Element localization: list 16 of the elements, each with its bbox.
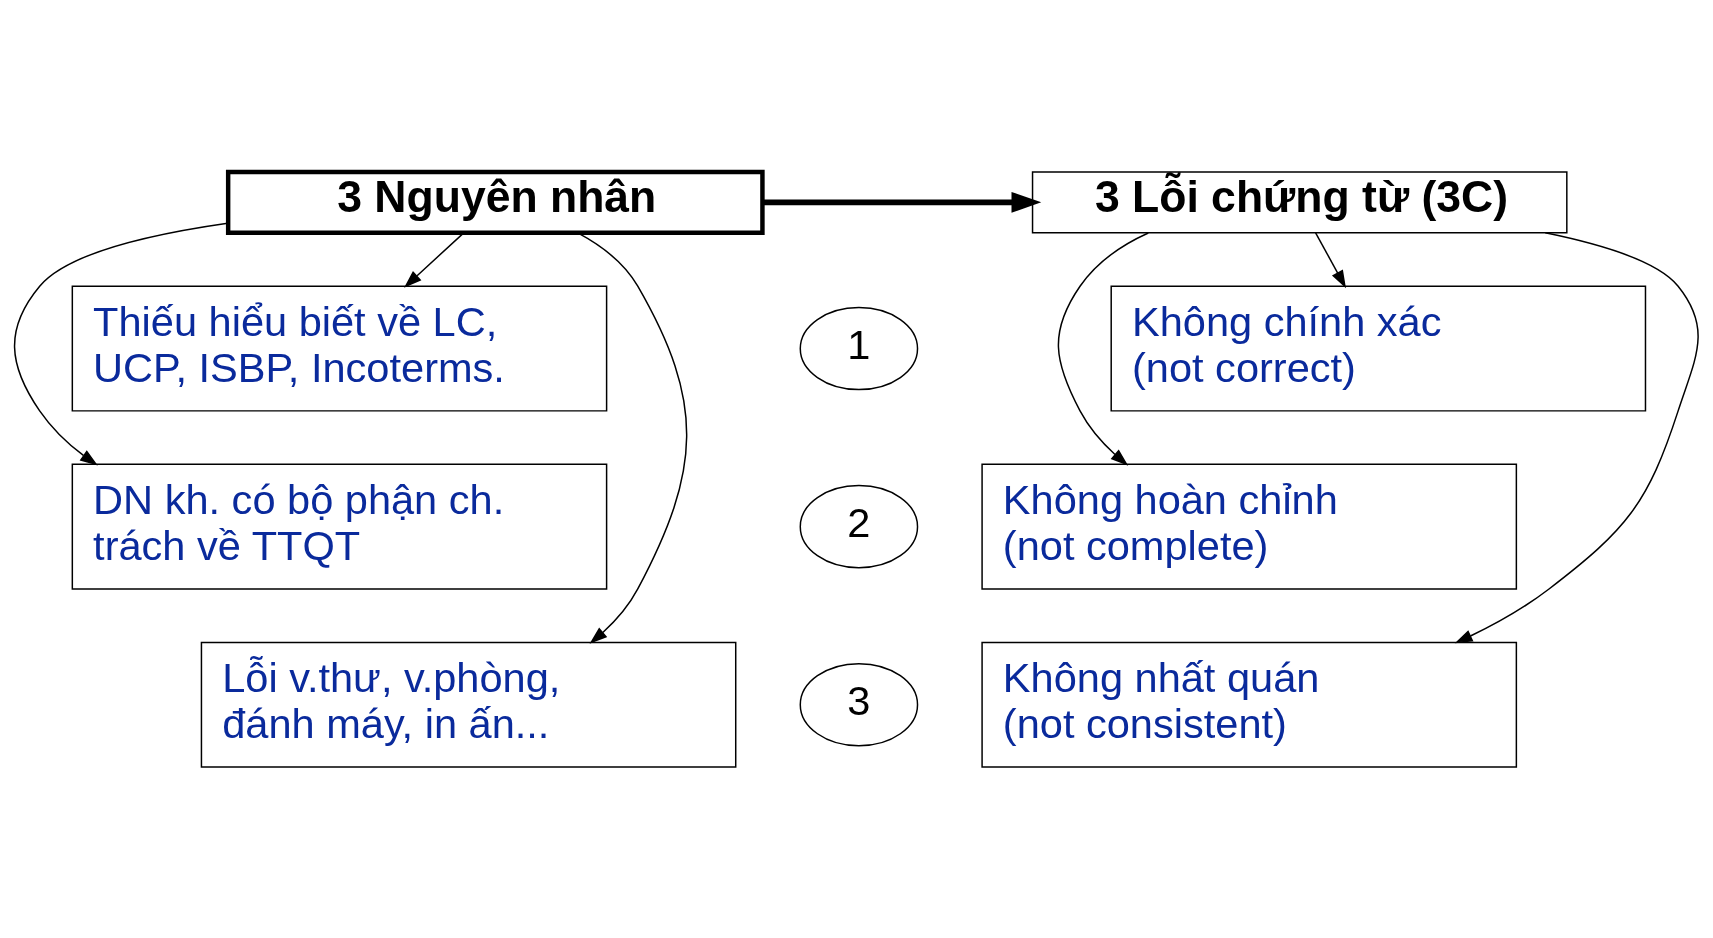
node-ellipse: 2	[799, 484, 919, 568]
node-box: Không chính xác (not correct)	[1110, 284, 1647, 412]
arrow	[1057, 231, 1149, 466]
arrow	[13, 222, 229, 465]
node-box: Thiếu hiểu biết về LC, UCP, ISBP, Incoterms.	[71, 284, 608, 412]
node-ellipse: 3	[799, 662, 919, 746]
node-box: Lỗi v.thư, v.phòng, đánh máy, in ấn...	[200, 641, 737, 768]
arrow	[762, 191, 1042, 213]
node-box: Không hoàn chỉnh (not complete)	[981, 463, 1518, 590]
node-ellipse: 1	[799, 306, 919, 390]
node-box: DN kh. có bộ phận ch. trách về TTQT	[71, 463, 608, 590]
node-box: 3 Nguyên nhân	[225, 169, 765, 235]
arrow	[1454, 231, 1699, 643]
node-box: 3 Lỗi chứng từ (3C)	[1031, 170, 1568, 233]
arrow	[1314, 231, 1346, 288]
node-box: Không nhất quán (not consistent)	[981, 641, 1518, 768]
